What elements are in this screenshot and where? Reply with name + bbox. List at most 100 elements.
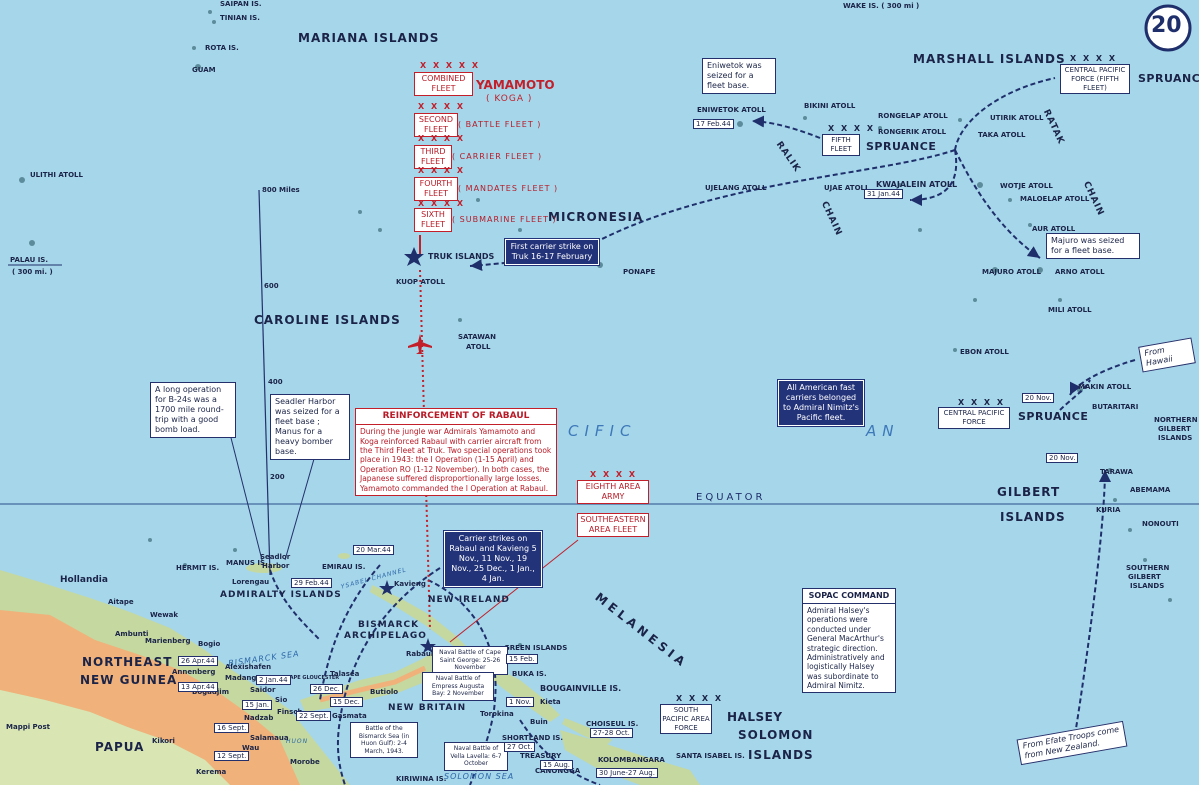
combined-fleet-box: COMBINED FLEET	[414, 72, 473, 96]
ocean-label-a: CIFIC	[568, 422, 637, 440]
place-ebon: EBON ATOLL	[960, 348, 1009, 356]
place-kwajalein: KWAJALEIN ATOLL	[876, 180, 958, 189]
date-finsch: 16 Sept.	[214, 723, 250, 733]
fourth-fleet-role: ( MANDATES FLEET )	[458, 184, 559, 193]
truk-burst	[404, 247, 424, 266]
fourth-fleet-box: FOURTH FLEET	[414, 177, 458, 201]
place-wake: WAKE IS. ( 300 mi )	[843, 2, 920, 10]
place-bougainville: BOUGAINVILLE IS.	[540, 684, 622, 693]
place-butaritari: BUTARITARI	[1092, 403, 1139, 411]
place-n-gilbert-3: ISLANDS	[1158, 434, 1193, 442]
place-green: GREEN ISLANDS	[504, 644, 568, 652]
place-kiriwina: KIRIWINA IS.	[396, 775, 447, 783]
region-admiralty: ADMIRALTY ISLANDS	[220, 590, 342, 600]
place-kuria: KURIA	[1096, 506, 1121, 514]
place-torokina: Torokina	[480, 710, 514, 718]
place-satawan: SATAWAN	[458, 333, 496, 341]
cpf-box: CENTRAL PACIFIC FORCE	[938, 407, 1010, 429]
region-marshall: MARSHALL ISLANDS	[913, 52, 1066, 66]
place-butiolo: Butiolo	[370, 688, 399, 696]
note-truk-strike: First carrier strike on Truk 16-17 Febru…	[504, 238, 600, 266]
date-aitape: 13 Apr.44	[178, 682, 218, 692]
aircraft-icon	[408, 334, 432, 354]
place-bikini: BIKINI ATOLL	[804, 102, 856, 110]
place-mili: MILI ATOLL	[1048, 306, 1092, 314]
place-mappi: Mappi Post	[6, 723, 50, 731]
place-majuro: MAJURO ATOLL	[982, 268, 1041, 276]
place-talasea: Talasea	[330, 670, 360, 678]
note-bismarck-sea: Battle of the Bismarck Sea (in Huon Gulf…	[350, 722, 418, 758]
place-canongga: CANONGGA	[535, 767, 581, 775]
place-santa-isabel: SANTA ISABEL IS.	[676, 752, 745, 760]
eighth-rank: X X X X	[590, 470, 638, 479]
new-guinea-highlands	[0, 610, 300, 785]
place-bogio: Bogio	[198, 640, 221, 648]
date-treasury: 27 Oct.	[504, 742, 536, 752]
place-marienberg: Marienberg	[145, 637, 191, 645]
choiseul-land	[562, 718, 612, 746]
rabaul-burst	[420, 638, 436, 653]
place-palau: PALAU IS.	[10, 256, 48, 264]
huon-label: HUON	[286, 738, 309, 745]
reinforcement-title: REINFORCEMENT OF RABAUL	[356, 409, 556, 426]
place-saidor: Saidor	[250, 686, 276, 694]
scale-line	[258, 189, 271, 576]
place-manus: MANUS IS.	[226, 559, 268, 567]
scale-800: 800 Miles	[262, 186, 300, 194]
place-morobe: Morobe	[290, 758, 320, 766]
place-finsch: Finsch	[277, 708, 303, 716]
place-lorengau: Lorengau	[232, 578, 270, 586]
note-vella-lavella: Naval Battle of Vella Lavella: 6-7 Octob…	[444, 742, 508, 771]
sopac-body: Admiral Halsey's operations were conduct…	[807, 606, 885, 690]
spruance-cpf: SPRUANCE	[1138, 72, 1199, 85]
cpf-fifth-rank: X X X X	[1070, 54, 1118, 63]
note-empress-augusta: Naval Battle of Empress Augusta Bay: 2 N…	[422, 672, 494, 701]
date-new-georgia: 30 June-27 Aug.	[596, 768, 658, 778]
place-maloelap: MALOELAP ATOLL	[1020, 195, 1090, 203]
place-abemama: ABEMAMA	[1130, 486, 1171, 494]
spf-rank: X X X X	[676, 694, 724, 703]
sixth-fleet-box: SIXTH FLEET	[414, 208, 452, 232]
place-emirau: EMIRAU IS.	[322, 563, 366, 571]
sopac-box: SOPAC COMMAND Admiral Halsey's operation…	[802, 588, 896, 694]
place-utirik: UTIRIK ATOLL	[990, 114, 1044, 122]
note-fast-carriers: All American fast carriers belonged to A…	[777, 379, 865, 427]
place-n-gilbert-1: NORTHERN	[1154, 416, 1198, 424]
date-saidor: 2 Jan.44	[256, 675, 291, 685]
sopac-title: SOPAC COMMAND	[803, 589, 895, 604]
cpf-rank: X X X X	[958, 398, 1006, 407]
date-kwajalein: 31 Jan.44	[864, 189, 904, 199]
place-choiseul: CHOISEUL IS.	[586, 720, 639, 728]
combined-rank: X X X X X	[420, 61, 480, 70]
region-northeast: NORTHEAST	[82, 655, 173, 669]
solomons-land	[560, 730, 700, 785]
second-fleet-role: ( BATTLE FLEET )	[458, 120, 542, 129]
scale-200: 200	[270, 473, 285, 481]
place-wewak: Wewak	[150, 611, 179, 619]
place-truk: TRUK ISLANDS	[428, 252, 495, 261]
place-ujae: UJAE ATOLL	[824, 184, 870, 192]
date-lae: 15 Jan.	[242, 700, 273, 710]
place-kieta: Kieta	[540, 698, 561, 706]
spf-box: SOUTH PACIFIC AREA FORCE	[660, 704, 712, 735]
date-torokina: 1 Nov.	[506, 697, 535, 707]
place-kolombangara: KOLOMBANGARA	[598, 756, 665, 764]
place-makin: MAKIN ATOLL	[1078, 383, 1132, 391]
region-archipelago: ARCHIPELAGO	[344, 631, 427, 641]
date-emirau: 20 Mar.44	[353, 545, 394, 555]
emirau-land	[338, 553, 350, 559]
place-guam: GUAM	[192, 66, 216, 74]
place-hermit: HERMIT IS.	[176, 564, 220, 572]
date-makin: 20 Nov.	[1022, 393, 1055, 403]
place-hollandia: Hollandia	[60, 575, 108, 585]
papua-land	[0, 690, 230, 785]
koga-label: ( KOGA )	[486, 94, 533, 104]
cpf-fifth-box: CENTRAL PACIFIC FORCE (FIFTH FLEET)	[1060, 64, 1130, 95]
place-nonouti: NONOUTI	[1142, 520, 1179, 528]
place-saipan: SAIPAN IS.	[220, 0, 262, 8]
place-rota: ROTA IS.	[205, 44, 239, 52]
second-fleet-box: SECOND FLEET	[414, 113, 458, 137]
spruance-cpf2: SPRUANCE	[1018, 410, 1089, 423]
place-treasury: TREASURY	[520, 752, 562, 760]
place-kerema: Kerema	[196, 768, 227, 776]
